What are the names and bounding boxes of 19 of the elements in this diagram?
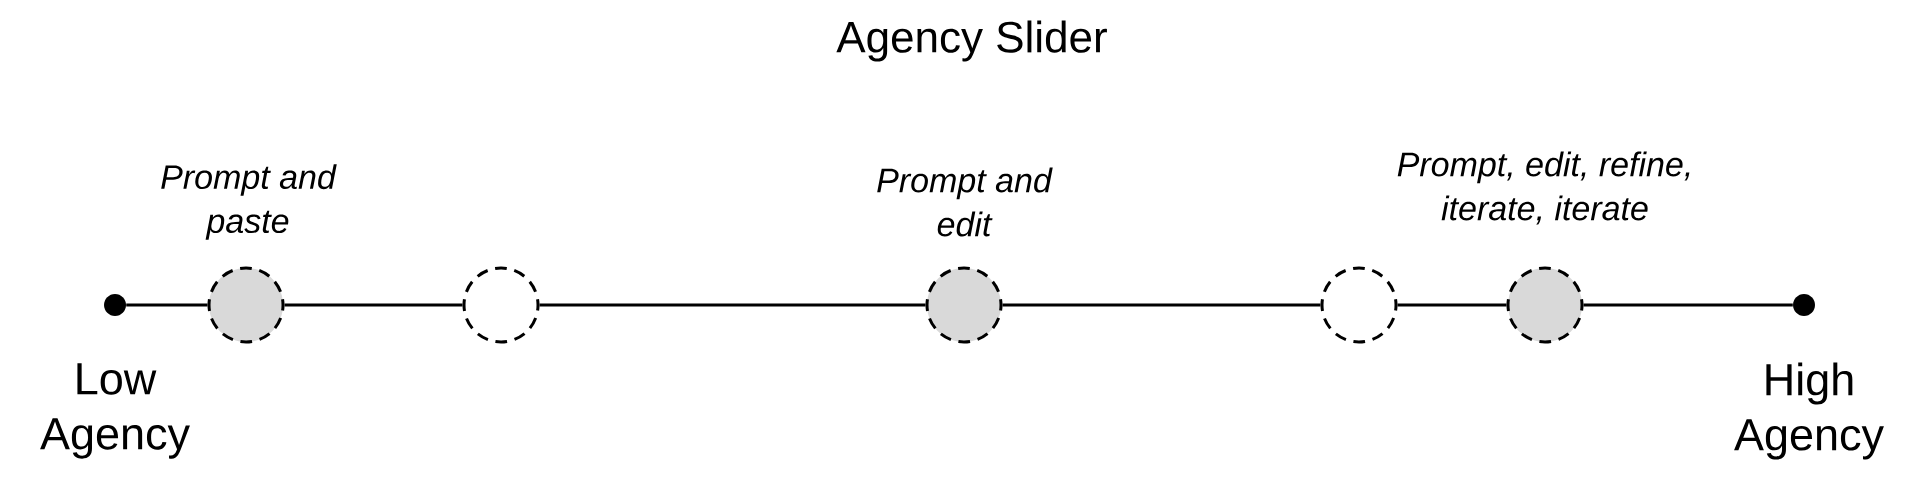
node-label: Prompt and edit <box>877 167 1053 237</box>
track-line <box>1002 303 1321 307</box>
dashed-circle <box>207 266 285 344</box>
dashed-circle <box>1320 266 1398 344</box>
end-label: High Agency <box>1734 362 1884 460</box>
title: Agency Slider <box>836 20 1107 62</box>
node-label: Prompt, edit, refine, iterate, iterate <box>1397 151 1690 225</box>
track-line <box>1583 303 1793 307</box>
track-line <box>1397 303 1507 307</box>
track-line <box>284 303 463 307</box>
track-line <box>126 303 208 307</box>
dashed-circle <box>925 266 1003 344</box>
end-label: Low Agency <box>40 363 190 459</box>
track-line <box>539 303 926 307</box>
slider-dot <box>104 294 126 316</box>
slider-dot <box>1793 294 1815 316</box>
node-label: Prompt and paste <box>161 164 337 240</box>
dashed-circle <box>1506 266 1584 344</box>
dashed-circle <box>462 266 540 344</box>
